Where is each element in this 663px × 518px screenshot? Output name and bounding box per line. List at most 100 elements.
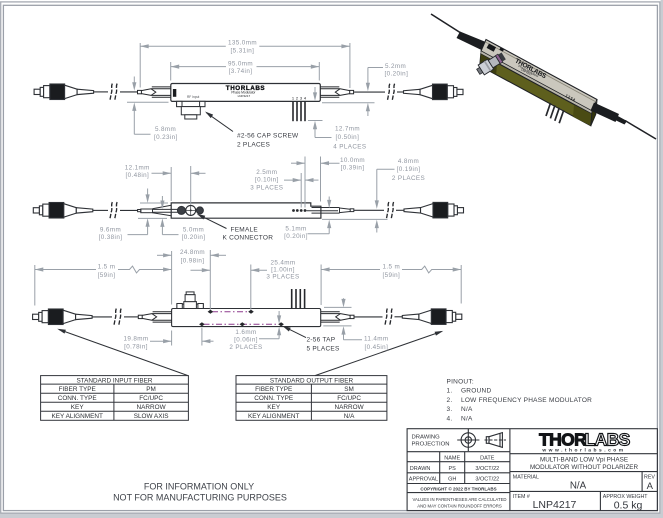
svg-text:5.0mm: 5.0mm bbox=[183, 226, 204, 233]
svg-text:#2-56 CAP SCREW: #2-56 CAP SCREW bbox=[237, 133, 299, 140]
svg-text:FEMALE: FEMALE bbox=[231, 227, 259, 234]
svg-text:[0.39in]: [0.39in] bbox=[341, 165, 365, 172]
svg-text:LOW FREQUENCY PHASE MODULATOR: LOW FREQUENCY PHASE MODULATOR bbox=[461, 397, 592, 404]
svg-text:FC/UPC: FC/UPC bbox=[139, 395, 163, 402]
svg-text:N/A: N/A bbox=[461, 415, 473, 422]
svg-text:5.1mm: 5.1mm bbox=[285, 225, 306, 232]
svg-text:LNP4217: LNP4217 bbox=[238, 94, 251, 98]
svg-text:[0.06in]: [0.06in] bbox=[234, 337, 258, 344]
svg-text:2: 2 bbox=[296, 95, 299, 100]
svg-text:[0.50in]: [0.50in] bbox=[336, 134, 360, 141]
svg-text:11.4mm: 11.4mm bbox=[364, 336, 389, 343]
svg-text:KEY ALIGNMENT: KEY ALIGNMENT bbox=[52, 413, 103, 420]
svg-text:NAME: NAME bbox=[444, 455, 460, 461]
svg-text:PS: PS bbox=[449, 466, 457, 472]
svg-text:0.5 kg: 0.5 kg bbox=[614, 499, 643, 511]
svg-text:SM: SM bbox=[344, 386, 354, 393]
svg-text:DRAWING: DRAWING bbox=[412, 435, 441, 441]
svg-text:1: 1 bbox=[292, 95, 295, 100]
svg-text:3/OCT/22: 3/OCT/22 bbox=[475, 466, 499, 472]
svg-text:ITEM #: ITEM # bbox=[513, 494, 530, 500]
svg-text:19.8mm: 19.8mm bbox=[123, 336, 148, 343]
svg-text:1.6mm: 1.6mm bbox=[235, 329, 256, 336]
svg-text:[59in]: [59in] bbox=[98, 272, 116, 279]
svg-text:3.: 3. bbox=[447, 406, 453, 413]
svg-text:95.0mm: 95.0mm bbox=[228, 61, 253, 68]
svg-text:FIBER TYPE: FIBER TYPE bbox=[255, 386, 292, 393]
svg-text:[0.10in]: [0.10in] bbox=[255, 176, 279, 183]
svg-text:3: 3 bbox=[300, 95, 303, 100]
svg-text:VALUES IN PARENTHESES ARE CALC: VALUES IN PARENTHESES ARE CALCULATED bbox=[412, 497, 506, 502]
svg-text:[59in]: [59in] bbox=[382, 272, 400, 279]
svg-text:GH: GH bbox=[448, 477, 456, 483]
svg-text:3 PLACES: 3 PLACES bbox=[250, 184, 283, 191]
svg-text:LABS: LABS bbox=[585, 430, 630, 450]
svg-text:KEY ALIGNMENT: KEY ALIGNMENT bbox=[248, 413, 299, 420]
svg-text:2.5mm: 2.5mm bbox=[256, 169, 277, 176]
svg-text:APPROX WEIGHT: APPROX WEIGHT bbox=[603, 494, 648, 500]
svg-text:N/A: N/A bbox=[570, 480, 587, 491]
svg-text:[0.20in]: [0.20in] bbox=[284, 233, 308, 240]
svg-text:RF Input: RF Input bbox=[187, 95, 199, 99]
svg-text:LNP4217: LNP4217 bbox=[521, 68, 534, 77]
svg-text:10.0mm: 10.0mm bbox=[340, 157, 365, 164]
svg-text:www.thorlabs.com: www.thorlabs.com bbox=[541, 448, 625, 454]
svg-text:NOT FOR MANUFACTURING PURPOSES: NOT FOR MANUFACTURING PURPOSES bbox=[113, 492, 287, 502]
svg-text:THORLABS: THORLABS bbox=[226, 85, 265, 92]
svg-text:MULTI-BAND LOW Vpi PHASE: MULTI-BAND LOW Vpi PHASE bbox=[540, 457, 628, 464]
svg-text:A: A bbox=[647, 481, 654, 492]
svg-text:[1.00in]: [1.00in] bbox=[271, 266, 295, 273]
svg-text:3 PLACES: 3 PLACES bbox=[266, 274, 299, 281]
svg-text:SLOW AXIS: SLOW AXIS bbox=[134, 413, 169, 420]
svg-text:4: 4 bbox=[304, 95, 307, 100]
svg-text:12.7mm: 12.7mm bbox=[335, 126, 360, 133]
svg-text:LNP4217: LNP4217 bbox=[533, 499, 577, 511]
svg-text:2 PLACES: 2 PLACES bbox=[229, 344, 262, 351]
svg-text:9.6mm: 9.6mm bbox=[100, 226, 121, 233]
svg-text:N/A: N/A bbox=[344, 413, 355, 420]
svg-text:FOR INFORMATION ONLY: FOR INFORMATION ONLY bbox=[144, 481, 254, 491]
svg-text:[0.19in]: [0.19in] bbox=[397, 166, 421, 173]
svg-text:[0.38in]: [0.38in] bbox=[99, 234, 123, 241]
svg-text:[0.23in]: [0.23in] bbox=[154, 134, 178, 141]
svg-text:1.5 m: 1.5 m bbox=[98, 264, 116, 271]
svg-text:2 PLACES: 2 PLACES bbox=[392, 175, 425, 182]
svg-text:THOR: THOR bbox=[539, 430, 587, 450]
svg-text:COPYRIGHT © 2022 BY THORLABS: COPYRIGHT © 2022 BY THORLABS bbox=[420, 485, 496, 491]
svg-text:4.8mm: 4.8mm bbox=[398, 158, 419, 165]
svg-text:Phase Modulator: Phase Modulator bbox=[231, 91, 256, 95]
svg-text:1.: 1. bbox=[447, 388, 453, 395]
svg-text:NARROW: NARROW bbox=[137, 404, 167, 411]
svg-text:PINOUT:: PINOUT: bbox=[447, 378, 474, 385]
svg-text:CONN. TYPE: CONN. TYPE bbox=[254, 395, 293, 402]
svg-text:135.0mm: 135.0mm bbox=[228, 40, 257, 47]
svg-text:KEY: KEY bbox=[267, 404, 281, 411]
svg-text:STANDARD OUTPUT FIBER: STANDARD OUTPUT FIBER bbox=[270, 377, 354, 384]
svg-text:[3.74in]: [3.74in] bbox=[229, 68, 253, 75]
svg-text:GROUND: GROUND bbox=[461, 388, 491, 395]
svg-text:KEY: KEY bbox=[71, 404, 85, 411]
svg-text:5.8mm: 5.8mm bbox=[155, 126, 176, 133]
svg-text:NARROW: NARROW bbox=[335, 404, 365, 411]
svg-text:[5.31in]: [5.31in] bbox=[231, 47, 255, 54]
svg-text:FC/UPC: FC/UPC bbox=[337, 395, 361, 402]
svg-text:DATE: DATE bbox=[480, 455, 495, 461]
svg-text:4 PLACES: 4 PLACES bbox=[333, 144, 366, 151]
svg-text:MODULATOR WITHOUT POLARIZER: MODULATOR WITHOUT POLARIZER bbox=[530, 464, 639, 471]
svg-text:STANDARD INPUT FIBER: STANDARD INPUT FIBER bbox=[76, 377, 152, 384]
svg-text:1.5 m: 1.5 m bbox=[382, 264, 400, 271]
svg-text:[0.78in]: [0.78in] bbox=[124, 343, 148, 350]
svg-text:REV: REV bbox=[644, 474, 655, 480]
svg-text:[0.20in]: [0.20in] bbox=[182, 234, 206, 241]
svg-text:2.: 2. bbox=[447, 397, 453, 404]
svg-text:APPROVAL: APPROVAL bbox=[409, 477, 438, 483]
svg-text:PM: PM bbox=[146, 386, 156, 393]
svg-text:DRAWN: DRAWN bbox=[410, 466, 431, 472]
svg-text:2-56 TAP: 2-56 TAP bbox=[307, 337, 336, 344]
svg-text:12.1mm: 12.1mm bbox=[125, 164, 150, 171]
svg-text:FIBER TYPE: FIBER TYPE bbox=[59, 386, 96, 393]
svg-text:CONN. TYPE: CONN. TYPE bbox=[58, 395, 97, 402]
svg-text:5 PLACES: 5 PLACES bbox=[307, 345, 340, 352]
svg-text:24.8mm: 24.8mm bbox=[180, 249, 205, 256]
svg-text:AND MAY CONTAIN ROUNDOFF ERROR: AND MAY CONTAIN ROUNDOFF ERRORS bbox=[417, 503, 502, 508]
